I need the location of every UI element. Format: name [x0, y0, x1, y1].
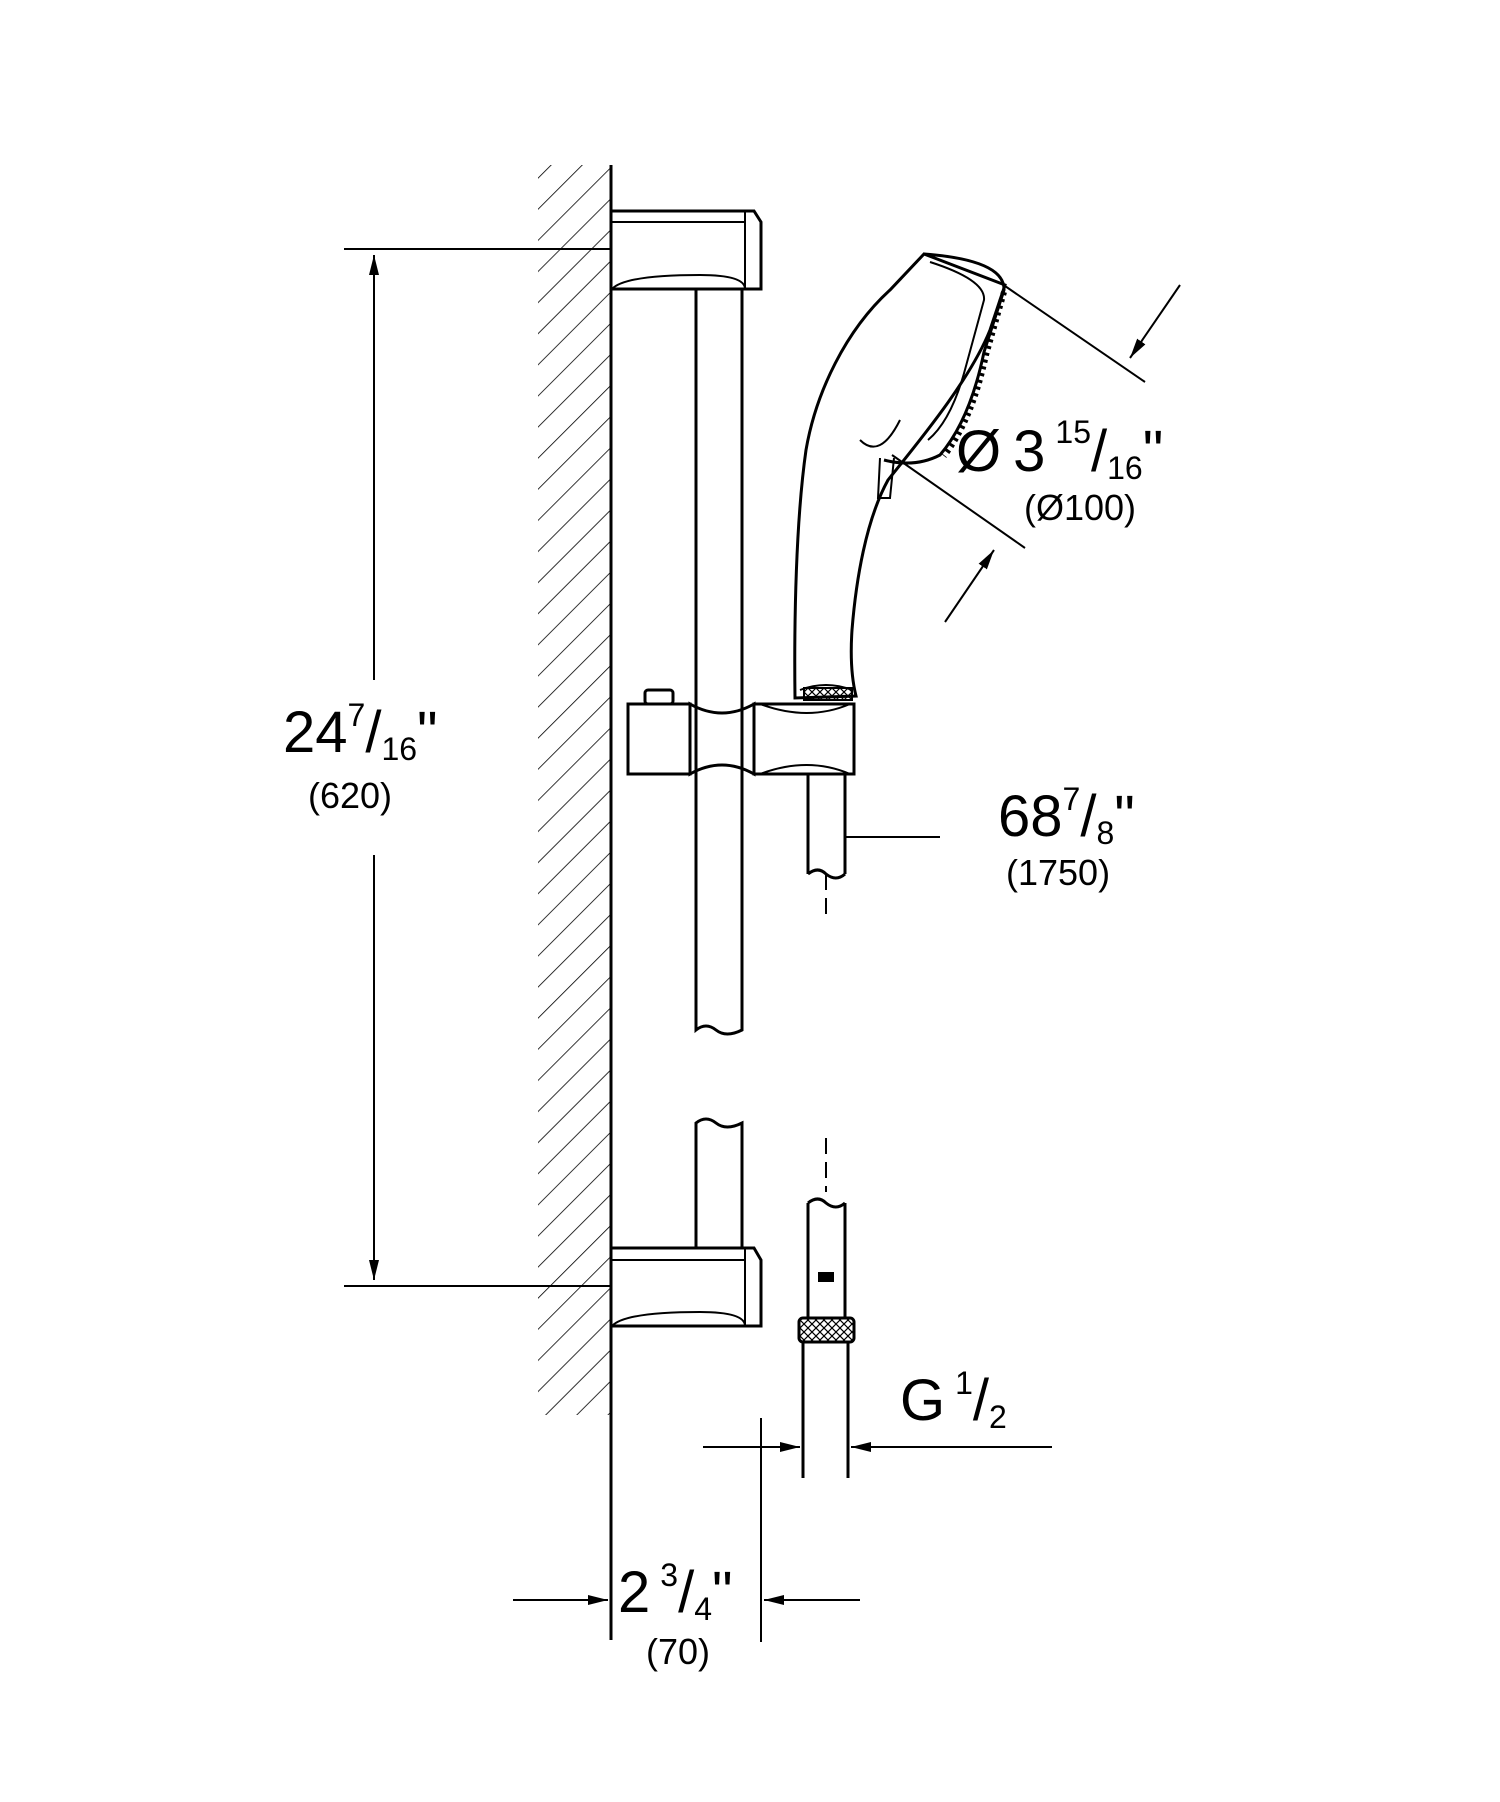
holder-button [643, 688, 675, 706]
projection-denominator: 4 [694, 1591, 712, 1627]
rail-bar [694, 289, 744, 1248]
hand-shower [793, 252, 1007, 701]
head-diameter-numerator: 15 [1055, 414, 1091, 450]
hose-ferrule-marking [818, 1272, 834, 1282]
top-wall-bracket [611, 209, 763, 291]
hose-lower [806, 1138, 847, 1318]
thread-denominator: 2 [989, 1399, 1007, 1435]
height-metric: (620) [308, 775, 392, 816]
hose-length-slash: / [1080, 784, 1097, 849]
shower-head-face [883, 252, 1006, 465]
head-diameter-unit: " [1143, 419, 1164, 484]
height-denominator: 16 [381, 731, 417, 767]
hose-length-denominator: 8 [1096, 815, 1114, 851]
thread-numerator: 1 [955, 1365, 973, 1401]
thread-letter: G [900, 1368, 945, 1433]
bottom-wall-bracket [611, 1246, 763, 1328]
hose-length-whole: 68 [998, 784, 1063, 849]
wall-hatching [538, 165, 611, 1415]
hose-nut [797, 1316, 856, 1344]
projection-dimension [513, 1418, 860, 1642]
hose-length-numerator: 7 [1063, 781, 1081, 817]
head-diameter-slash: / [1091, 419, 1108, 484]
shower-spray-plate [941, 291, 1007, 458]
hose-length-metric: (1750) [1006, 852, 1110, 893]
hose-length-label: 687/8" [998, 781, 1135, 851]
head-diameter-symbol: Ø [956, 419, 1001, 484]
height-slash: / [365, 700, 382, 765]
height-unit: " [417, 700, 438, 765]
holder-body-left [626, 702, 692, 776]
projection-slash: / [678, 1560, 695, 1625]
thread-slash: / [973, 1368, 990, 1433]
height-dimension [344, 248, 612, 1287]
shower-handle [793, 252, 1007, 700]
head-diameter-whole: 3 [1013, 419, 1045, 484]
head-diameter-denominator: 16 [1107, 450, 1143, 486]
height-numerator: 7 [348, 697, 366, 733]
projection-unit: " [712, 1560, 733, 1625]
shower-grip-knurl [803, 687, 853, 701]
holder-body-center [688, 701, 756, 777]
wall [538, 165, 613, 1640]
head-diameter-metric: (Ø100) [1024, 487, 1136, 528]
holder-cradle [752, 702, 856, 776]
height-label: 247/16" [283, 697, 438, 767]
head-diameter-dimension [891, 284, 1181, 623]
sliding-holder [626, 688, 856, 777]
hose-upper [806, 774, 847, 920]
projection-numerator: 3 [660, 1557, 678, 1593]
hose-connector [801, 1342, 850, 1478]
height-whole: 24 [283, 700, 348, 765]
projection-metric: (70) [646, 1631, 710, 1672]
hose-length-unit: " [1114, 784, 1135, 849]
projection-whole: 2 [618, 1560, 650, 1625]
